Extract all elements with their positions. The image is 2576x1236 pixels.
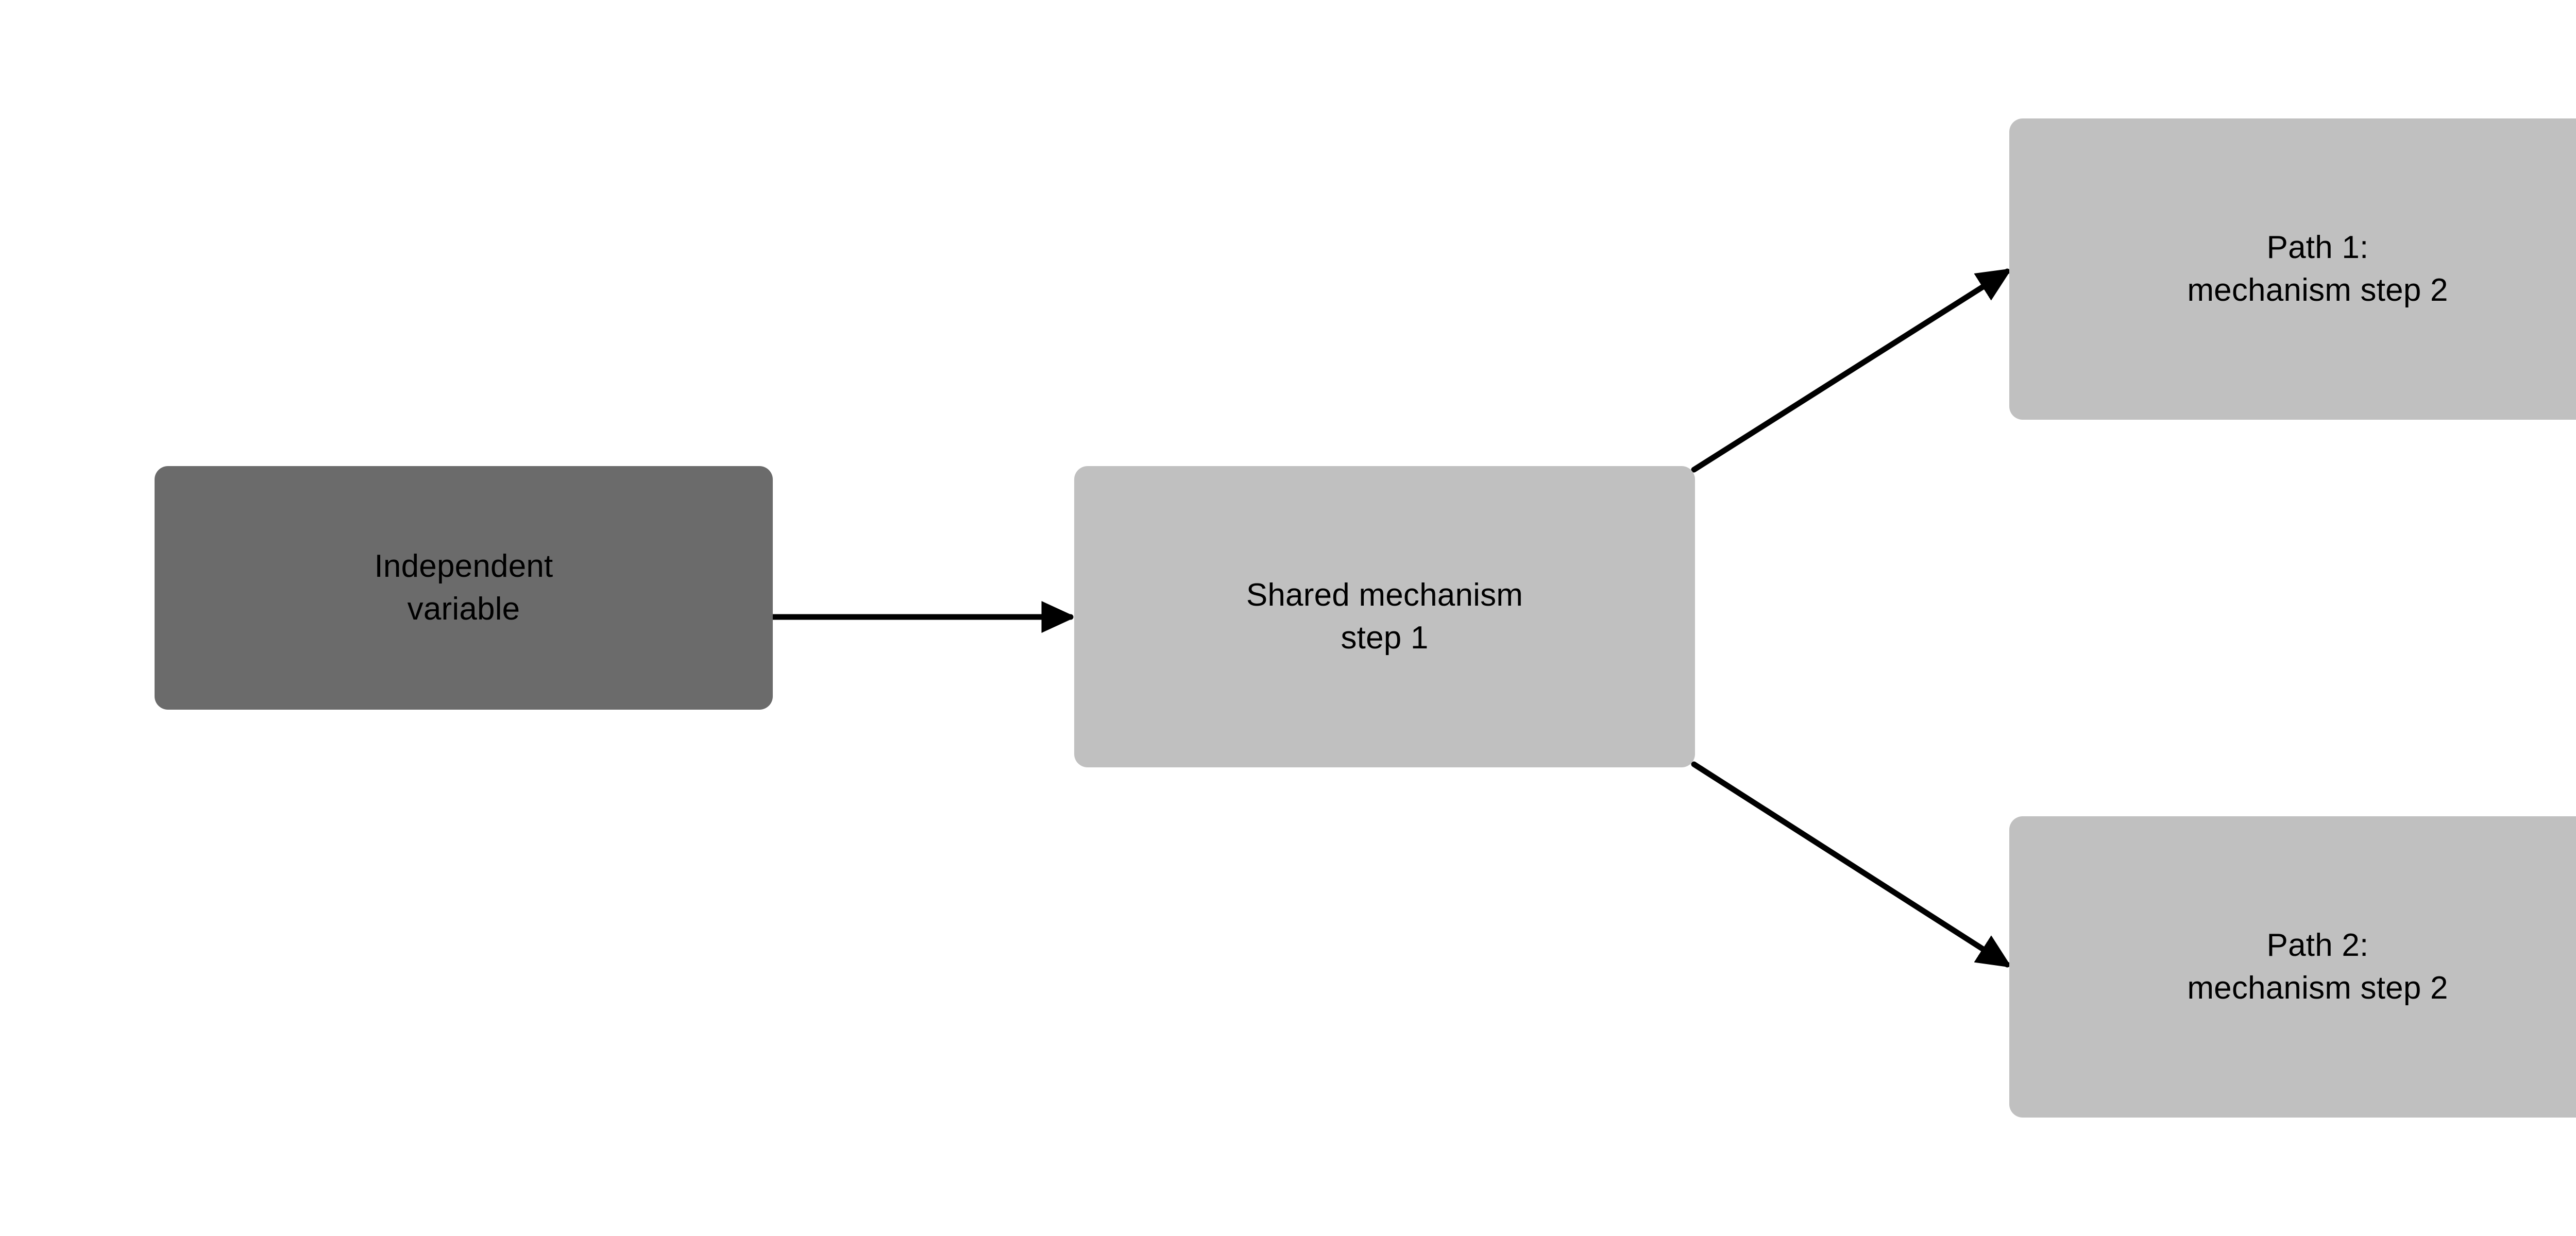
node-path-2[interactable]: Path 2: mechanism step 2 [2009, 816, 2576, 1118]
edge-shared-to-path1 [1691, 268, 2007, 473]
node-shared-mechanism-label: Shared mechanism step 1 [1246, 577, 1523, 656]
edge-shared-to-path2 [1691, 761, 2007, 968]
node-path-1[interactable]: Path 1: mechanism step 2 [2009, 118, 2576, 420]
node-independent-variable-label: Independent variable [374, 548, 553, 627]
node-path-1-label: Path 1: mechanism step 2 [2187, 230, 2448, 308]
node-shared-mechanism[interactable]: Shared mechanism step 1 [1074, 466, 1695, 767]
node-independent-variable[interactable]: Independent variable [155, 466, 773, 710]
node-path-2-label: Path 2: mechanism step 2 [2187, 928, 2448, 1006]
